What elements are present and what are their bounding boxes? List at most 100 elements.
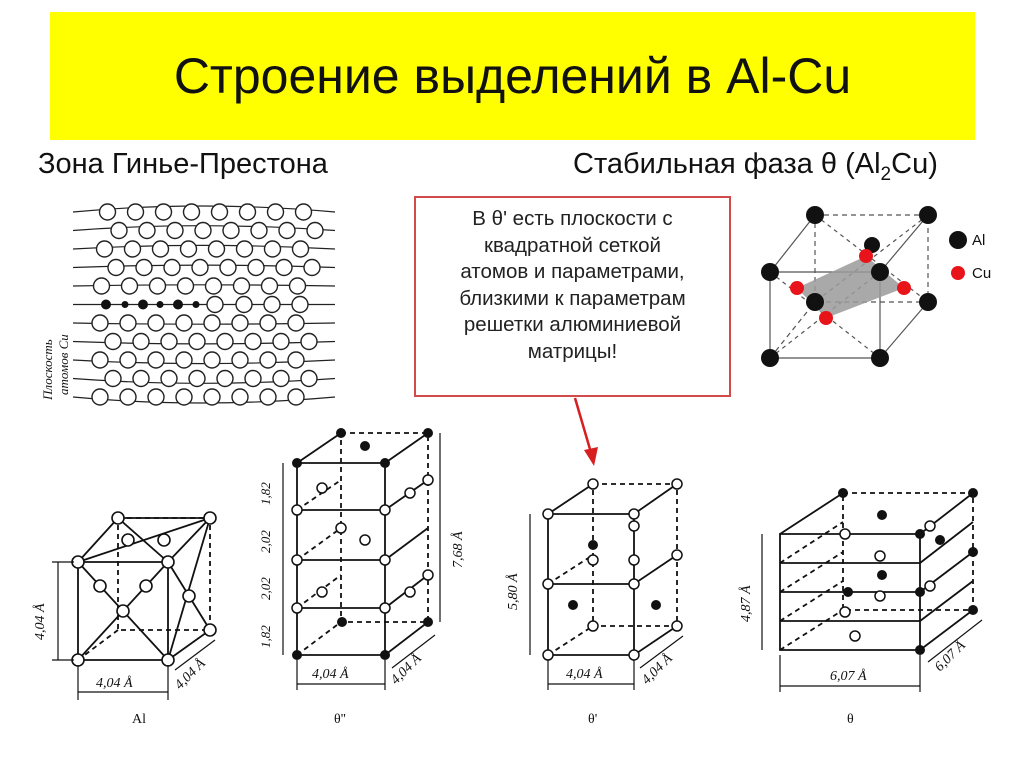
al-atom <box>287 388 305 406</box>
al-atom <box>119 314 137 332</box>
callout-line: близкими к параметрам <box>459 286 686 310</box>
cu-atom <box>819 311 833 325</box>
gp-zone-lattice <box>72 203 336 406</box>
al-atom <box>300 369 318 388</box>
al-atom <box>288 277 307 295</box>
theta-height-label: 4,87 Å <box>738 585 754 622</box>
theta-p-depth-label: 4,04 Å <box>639 650 676 687</box>
legend-cu-marker <box>951 266 965 280</box>
al-atom <box>247 258 265 277</box>
cu-atom <box>138 299 148 310</box>
al-depth-label: 4,04 Å <box>172 655 209 692</box>
title-banner <box>50 12 975 140</box>
al-atom <box>275 258 293 277</box>
gp-zone-label-line2: атомов Cu <box>56 334 71 395</box>
cu-atom <box>121 301 129 308</box>
al-atom <box>291 295 309 314</box>
al-atom <box>216 369 234 388</box>
arrow-head <box>584 447 598 466</box>
al-atom <box>294 203 313 221</box>
al-atom <box>871 263 889 281</box>
al-atom <box>216 332 234 351</box>
legend-al-marker <box>949 231 967 249</box>
callout-line: атомов и параметрами, <box>460 260 685 283</box>
al-atom <box>203 351 221 369</box>
al-atom <box>806 293 824 311</box>
al-atom <box>206 295 224 314</box>
stable-phase-prefix: Стабильная фаза θ (Al <box>573 148 881 180</box>
theta-p-width-label: 4,04 Å <box>566 666 603 682</box>
theta-depth-label: 6,07 Å <box>932 637 969 674</box>
al-atom <box>151 240 170 258</box>
al-atom <box>244 332 262 351</box>
al-atom <box>207 240 226 258</box>
al-atom <box>263 240 282 258</box>
al-atom <box>864 237 880 253</box>
al-atom <box>204 277 223 295</box>
al-atom <box>92 277 111 295</box>
al-atom <box>147 351 165 369</box>
al-atom <box>126 203 145 221</box>
callout-box: В θ' есть плоскости с квадратной сеткой … <box>414 196 731 397</box>
al-atom <box>303 258 321 277</box>
al-atom <box>232 277 251 295</box>
callout-line: матрицы! <box>527 339 618 363</box>
al-atom <box>250 221 268 240</box>
al-atom <box>98 203 117 221</box>
al-atom <box>259 314 277 332</box>
gp-zone-heading: Зона Гинье-Престона <box>38 148 328 180</box>
al-caption: Al <box>132 712 146 727</box>
al-atom <box>231 314 249 332</box>
al-atom <box>188 332 206 351</box>
al-atom <box>123 240 142 258</box>
al-atom <box>95 240 114 258</box>
al-atom <box>163 258 181 277</box>
al-atom <box>132 369 150 388</box>
theta-dd-layer: 2,02 <box>258 530 273 553</box>
al-atom <box>91 314 109 332</box>
al-atom <box>235 240 254 258</box>
al-atom <box>222 221 240 240</box>
al-atom <box>761 349 779 367</box>
al-atom <box>260 277 279 295</box>
al-atom <box>166 221 184 240</box>
al-atom <box>119 388 137 406</box>
cu-atom <box>192 301 200 308</box>
al-atom <box>147 314 165 332</box>
al-atom <box>278 221 296 240</box>
al-atom <box>120 277 139 295</box>
al-atom <box>263 295 281 314</box>
slide-title: Строение выделений в Al-Cu <box>173 48 852 104</box>
al-atom <box>210 203 229 221</box>
callout-line: решетки алюминиевой <box>463 313 682 336</box>
al-atom <box>176 277 195 295</box>
al-atom <box>272 332 290 351</box>
al-height-label: 4,04 Å <box>32 603 48 640</box>
al-atom <box>104 332 122 351</box>
al-atom <box>203 388 221 406</box>
al-atom <box>188 369 206 388</box>
theta-width-label: 6,07 Å <box>830 668 867 684</box>
al-atom <box>244 369 262 388</box>
al-atom <box>175 314 193 332</box>
al-atom <box>806 206 824 224</box>
al-atom <box>235 295 253 314</box>
al-atom <box>91 388 109 406</box>
al-atom <box>238 203 257 221</box>
al-atom <box>91 351 109 369</box>
al-atom <box>300 332 318 351</box>
theta-p-caption: θ' <box>588 712 597 727</box>
al-atom <box>132 332 150 351</box>
al-atom <box>175 388 193 406</box>
al-atom <box>154 203 173 221</box>
stable-phase-suffix: Cu) <box>891 148 938 180</box>
theta-caption: θ <box>847 712 854 727</box>
theta-dd-layer: 2,02 <box>258 577 273 600</box>
legend-al-label: Al <box>972 232 985 249</box>
al-atom <box>259 388 277 406</box>
al-atom <box>231 351 249 369</box>
cu-atom <box>859 249 873 263</box>
